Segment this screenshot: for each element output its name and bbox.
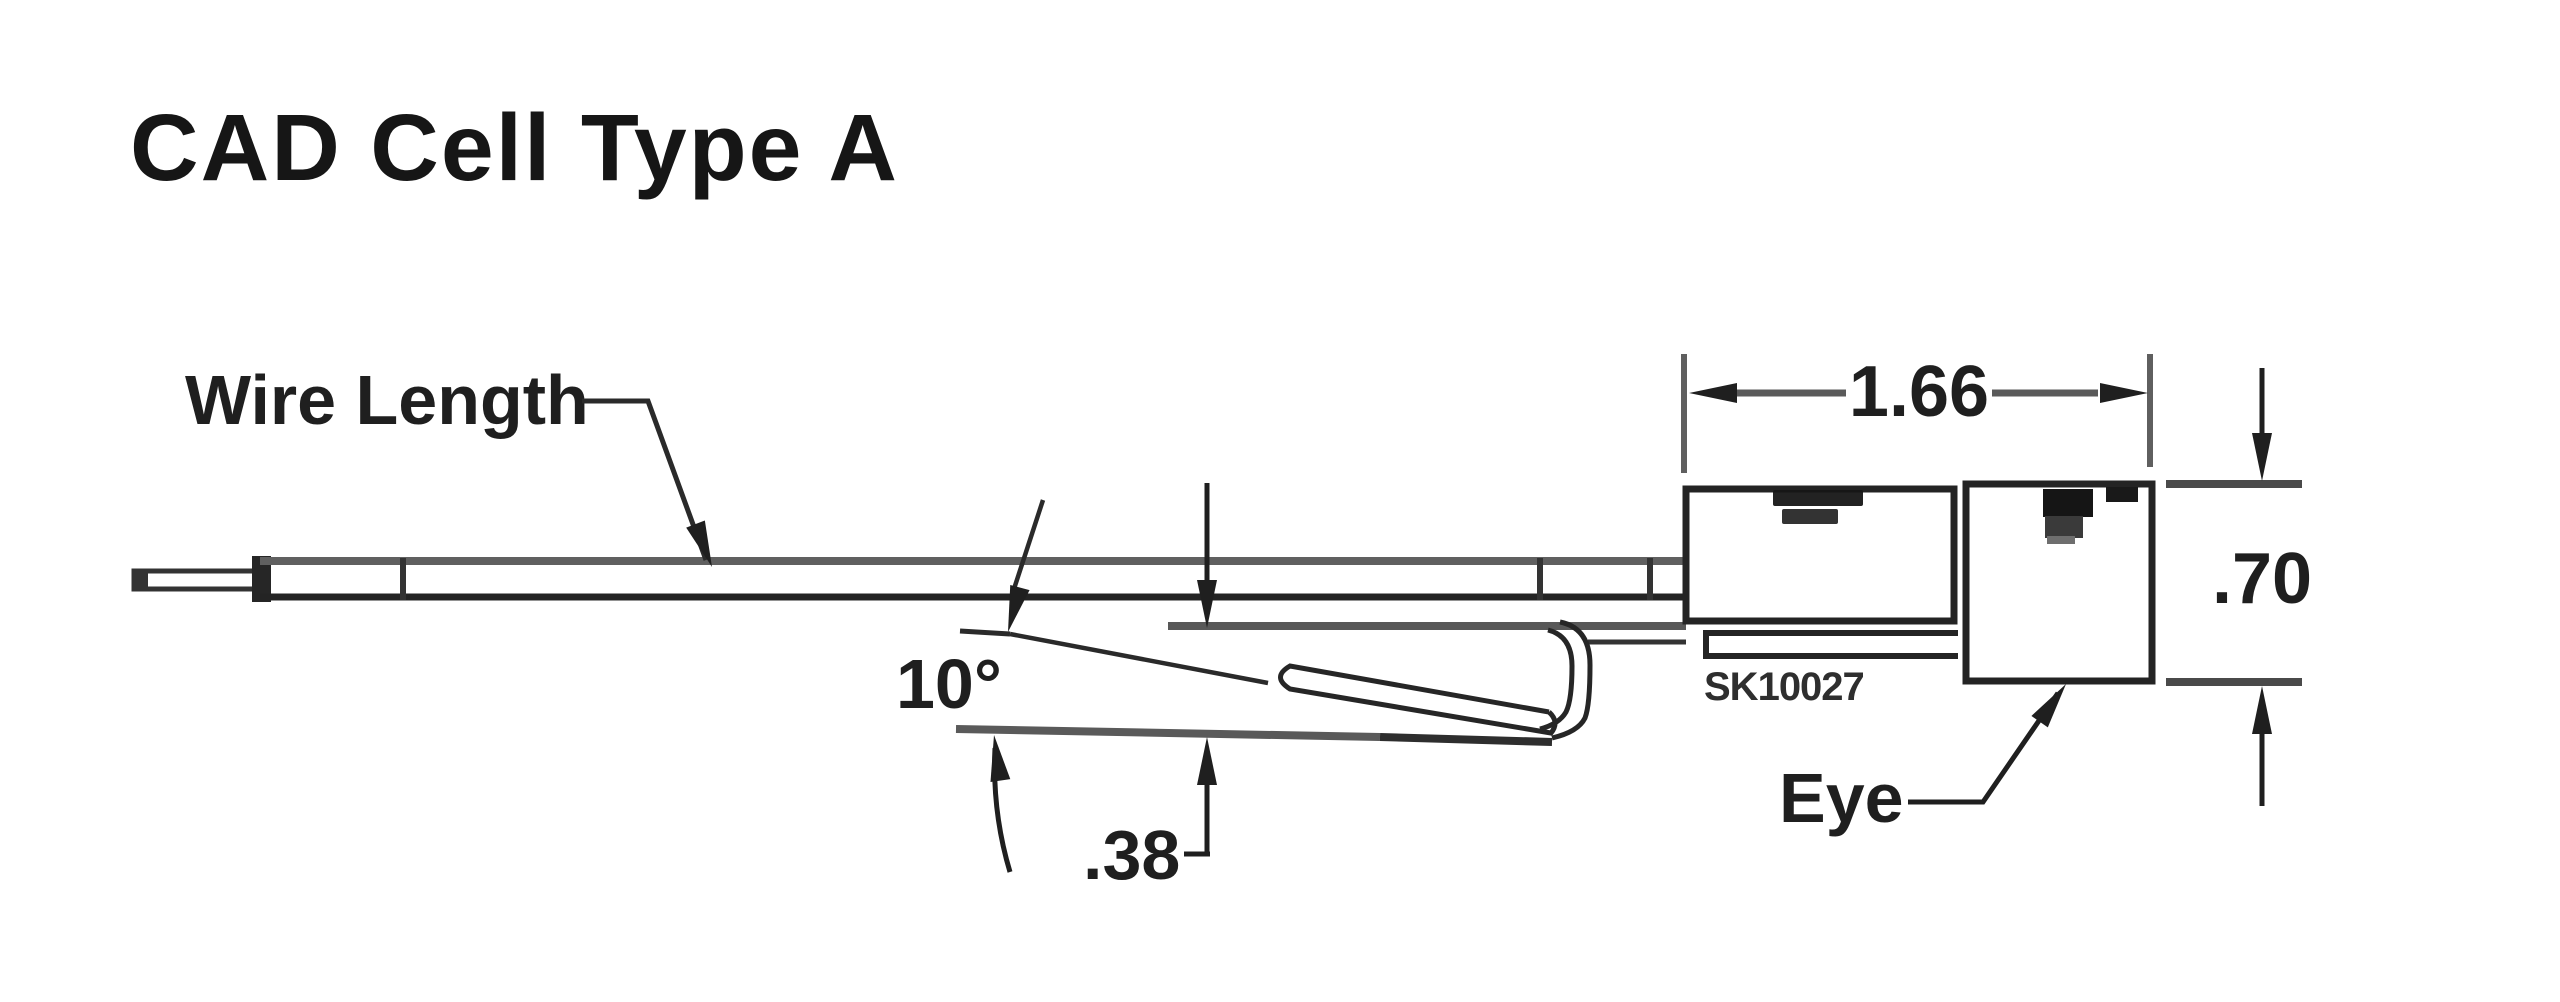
wire-bare-tip bbox=[131, 568, 265, 592]
eye-print-smudge-1 bbox=[2043, 489, 2093, 517]
flange-top-slant bbox=[1009, 631, 1269, 686]
mounting-bracket bbox=[955, 619, 1686, 746]
eye-arrowhead-icon bbox=[2031, 684, 2066, 728]
bracket-j-bend-outer bbox=[1551, 619, 1593, 741]
wire-tip-cap bbox=[132, 570, 148, 590]
page-title: CAD Cell Type A bbox=[130, 95, 899, 201]
wire-length-label: Wire Length bbox=[185, 361, 589, 439]
height-dimension: .70 bbox=[2166, 368, 2312, 806]
eye-leader-line bbox=[1908, 691, 2061, 805]
angle-extension-line bbox=[1010, 499, 1046, 593]
angle-arrowhead-icon bbox=[1008, 584, 1030, 632]
angle-callout: 10° bbox=[896, 499, 1046, 723]
cell-body-print-smudge-1 bbox=[1773, 490, 1863, 506]
title-block: CAD Cell Type A bbox=[130, 95, 899, 201]
width-left-arrowhead-icon bbox=[1689, 383, 1737, 403]
body-width-label: 1.66 bbox=[1849, 352, 1989, 432]
eye-label: Eye bbox=[1779, 759, 1904, 837]
wire-insulation-cap bbox=[252, 556, 271, 602]
wire-length-callout: Wire Length bbox=[185, 361, 712, 567]
offset-curved-arrowhead-icon bbox=[990, 735, 1011, 782]
sketch-code-label: SK10027 bbox=[1704, 665, 1864, 709]
eye-callout: Eye bbox=[1779, 684, 2066, 837]
bracket-spring-loop bbox=[1278, 663, 1558, 736]
cell-body-outline bbox=[1682, 485, 1958, 625]
height-lower-arrowhead-icon bbox=[2252, 686, 2272, 734]
flange-top-start bbox=[959, 628, 1011, 637]
eye-print-smudge-3 bbox=[2047, 536, 2075, 544]
width-dimension: 1.66 bbox=[1681, 352, 2153, 473]
flange-bottom-left bbox=[955, 725, 1381, 741]
body-height-label: .70 bbox=[2212, 539, 2312, 619]
width-right-arrowhead-icon bbox=[2100, 383, 2148, 403]
height-upper-arrowhead-icon bbox=[2252, 433, 2272, 481]
bracket-angle-label: 10° bbox=[896, 645, 1002, 723]
cell-body-print-smudge-2 bbox=[1782, 509, 1838, 524]
eye-body-outline bbox=[1962, 480, 2156, 685]
eye-print-smudge-4 bbox=[2106, 487, 2138, 502]
wire-length-leader-line bbox=[582, 398, 709, 561]
eye-print-smudge-2 bbox=[2045, 516, 2083, 538]
bracket-j-bend-inner bbox=[1539, 627, 1575, 732]
offset-lower-arrowhead-icon bbox=[1197, 737, 1217, 785]
bracket-offset-label: .38 bbox=[1083, 816, 1180, 894]
wire-assembly bbox=[131, 556, 1686, 602]
sketch-code-block: SK10027 bbox=[1704, 665, 1865, 709]
cell-body bbox=[1682, 485, 1958, 659]
eye-body bbox=[1962, 480, 2156, 685]
offset-dimension: .38 bbox=[990, 483, 1217, 894]
wire-length-arrowhead-icon bbox=[686, 520, 712, 567]
flange-bottom-right bbox=[1379, 733, 1553, 746]
offset-upper-arrowhead-icon bbox=[1197, 580, 1217, 628]
